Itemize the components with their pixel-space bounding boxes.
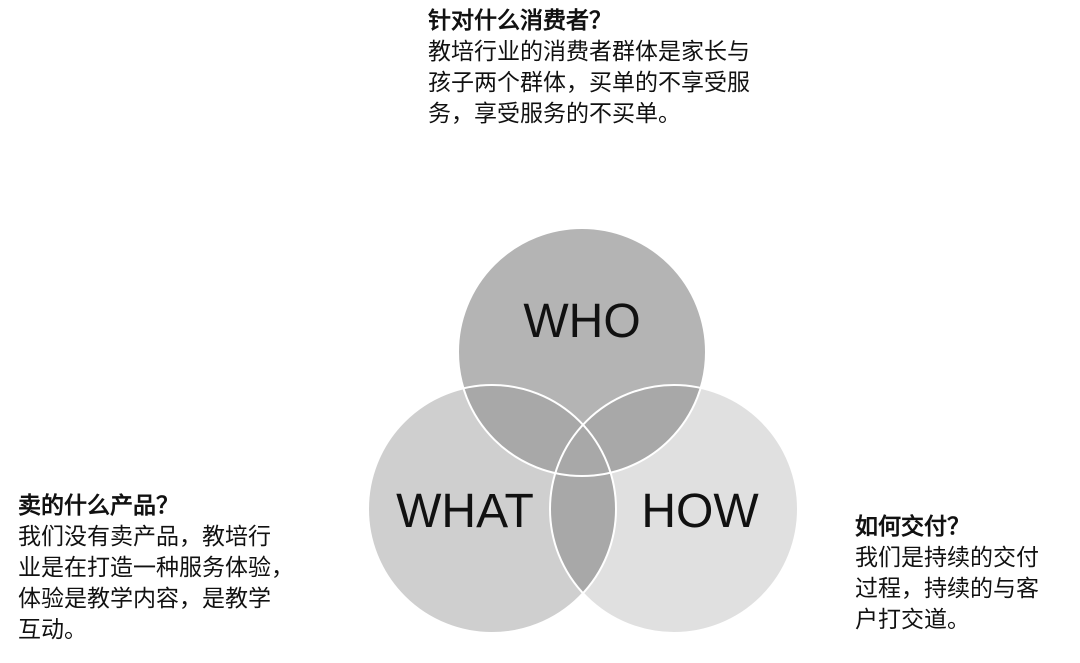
what-note-title: 卖的什么产品？ — [18, 493, 179, 519]
what-note: 卖的什么产品？ 我们没有卖产品，教培行 业是在打造一种服务体验， 体验是教学内容… — [18, 491, 294, 646]
what-note-line: 业是在打造一种服务体验， — [18, 555, 294, 581]
how-outline — [549, 384, 799, 634]
what-note-line: 我们没有卖产品，教培行 — [18, 524, 271, 550]
how-note-line: 过程，持续的与客 — [855, 576, 1039, 602]
who-how-overlap — [550, 385, 706, 476]
who-label: WHO — [523, 295, 640, 348]
how-note: 如何交付？ 我们是持续的交付 过程，持续的与客 户打交道。 — [855, 512, 1039, 636]
who-what-overlap — [458, 385, 616, 476]
who-note-line: 教培行业的消费者群体是家长与 — [428, 39, 750, 65]
how-note-line: 我们是持续的交付 — [855, 545, 1039, 571]
how-note-line: 户打交道。 — [855, 607, 970, 633]
who-note: 针对什么消费者？ 教培行业的消费者群体是家长与 孩子两个群体，买单的不享受服 务… — [428, 6, 750, 130]
what-label: WHAT — [396, 485, 534, 538]
how-note-title: 如何交付？ — [855, 514, 970, 540]
who-note-title: 针对什么消费者？ — [428, 8, 612, 34]
who-outline — [457, 227, 707, 477]
what-note-line: 互动。 — [18, 617, 87, 643]
what-note-line: 体验是教学内容，是教学 — [18, 586, 271, 612]
what-outline — [367, 384, 617, 634]
how-label: HOW — [641, 485, 759, 538]
who-note-line: 务，享受服务的不买单。 — [428, 101, 681, 127]
who-note-line: 孩子两个群体，买单的不享受服 — [428, 70, 750, 96]
